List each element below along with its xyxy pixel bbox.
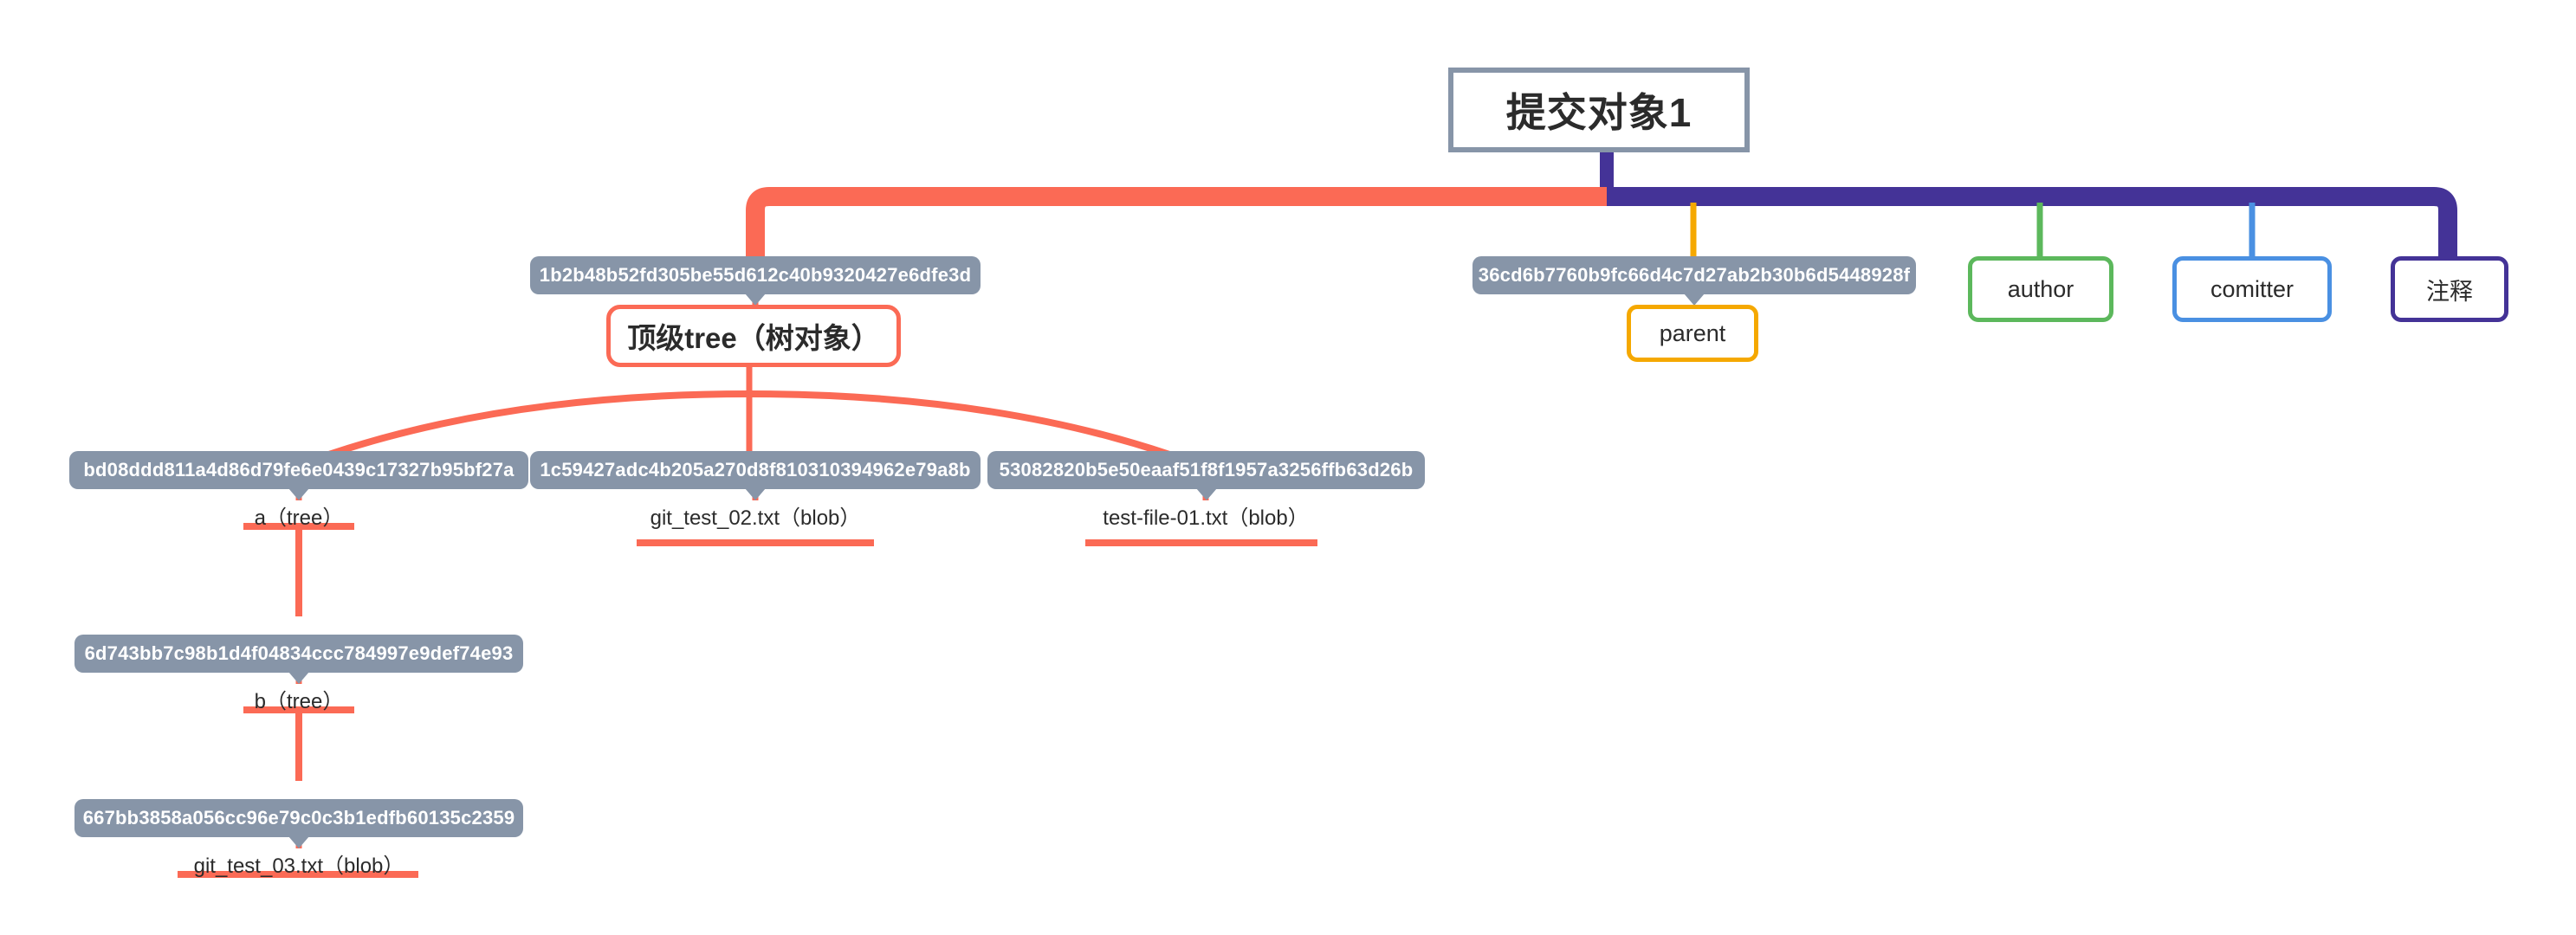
sha-badge-tree-entry-git-test-02[interactable]: 1c59427adc4b205a270d8f810310394962e79a8b bbox=[530, 451, 981, 500]
node-box-note-label: 注释 bbox=[2426, 278, 2473, 305]
commit-object-label: 提交对象1 bbox=[1505, 90, 1693, 135]
node-box-parent-label: parent bbox=[1659, 319, 1726, 346]
node-box-author-label: author bbox=[2007, 275, 2074, 302]
sha-badge-parent[interactable]: 36cd6b7760b9fc66d4c7d27ab2b30b6d5448928f bbox=[1472, 256, 1916, 306]
node-box-comitter-label: comitter bbox=[2210, 275, 2294, 302]
leaf-label-test-file-01: test-file-01.txt（blob） bbox=[1103, 506, 1309, 530]
leaf-label-b-tree: b（tree） bbox=[254, 690, 344, 713]
node-box-comitter[interactable]: comitter bbox=[2172, 256, 2332, 322]
node-box-note[interactable]: 注释 bbox=[2391, 256, 2508, 322]
node-box-tree-label: 顶级tree（树对象） bbox=[627, 322, 880, 354]
leaf-label-git-test-03: git_test_03.txt（blob） bbox=[193, 854, 405, 878]
sha-badge-tree-entry-a[interactable]: bd08ddd811a4d86d79fe6e0439c17327b95bf27a bbox=[69, 451, 528, 500]
leaf-label-a-tree: a（tree） bbox=[254, 506, 344, 530]
sha-badge-nested-git-test-03[interactable]: 667bb3858a056cc96e79c0c3b1edfb60135c2359 bbox=[74, 799, 523, 848]
node-box-author[interactable]: author bbox=[1968, 256, 2113, 322]
node-box-parent[interactable]: parent bbox=[1627, 305, 1758, 362]
commit-object-box[interactable]: 提交对象1 bbox=[1448, 68, 1750, 152]
sha-badge-tree[interactable]: 1b2b48b52fd305be55d612c40b9320427e6dfe3d bbox=[530, 256, 981, 306]
node-box-tree[interactable]: 顶级tree（树对象） bbox=[606, 305, 901, 367]
leaf-label-git-test-02: git_test_02.txt（blob） bbox=[650, 506, 861, 530]
sha-badge-nested-b[interactable]: 6d743bb7c98b1d4f04834ccc784997e9def74e93 bbox=[74, 635, 523, 684]
sha-badge-tree-entry-test-file-01[interactable]: 53082820b5e50eaaf51f8f1957a3256ffb63d26b bbox=[987, 451, 1425, 500]
